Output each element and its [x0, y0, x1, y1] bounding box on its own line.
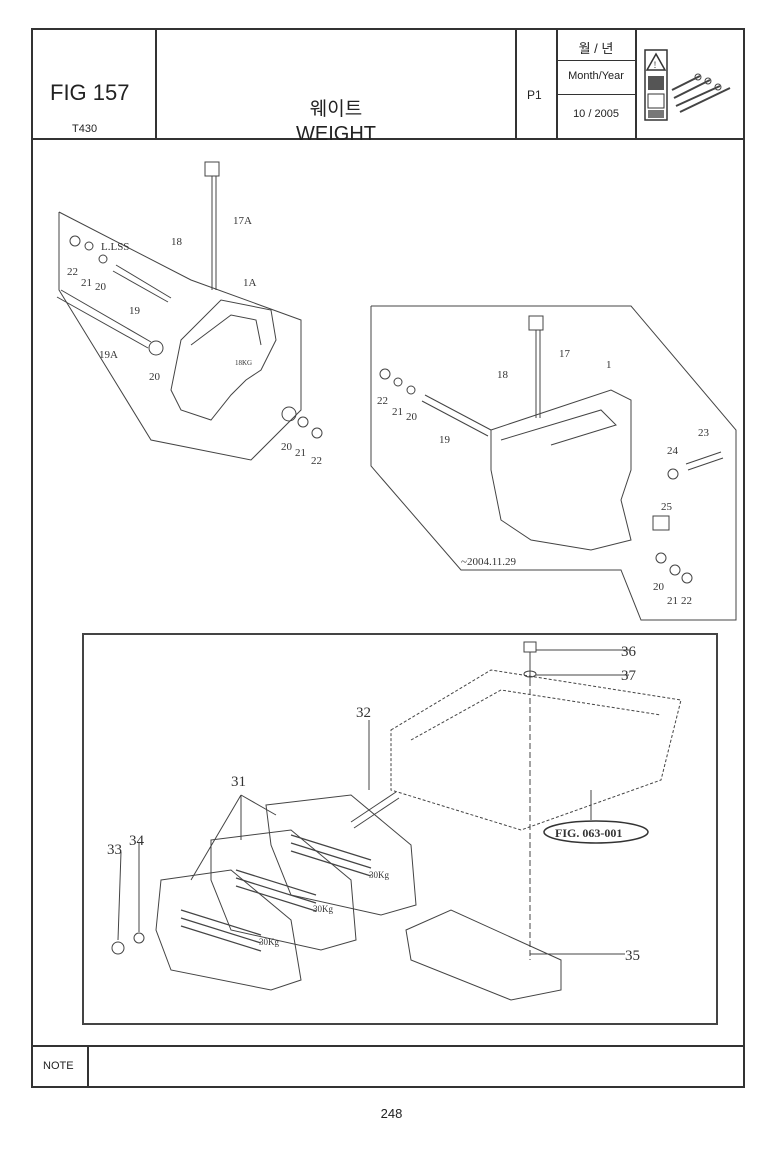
manual-logo-icon: ! [644, 49, 731, 121]
label-23: 23 [698, 427, 710, 439]
label-date-right: ~2004.11.29 [461, 556, 517, 568]
label-21-right: 21 [392, 406, 403, 418]
left-group-outline [58, 211, 302, 461]
label-21-left: 21 [81, 277, 92, 289]
title-box: 웨이트 WEIGHT [156, 28, 516, 145]
page-code: P1 [527, 88, 542, 102]
fig-ref-badge [543, 820, 649, 844]
label-31: 31 [231, 774, 246, 790]
date-header-korean: 월 / 년 [578, 41, 614, 56]
label-36: 36 [621, 644, 637, 660]
header-col-1 [155, 28, 157, 139]
label-35: 35 [625, 948, 640, 964]
label-34: 34 [129, 833, 145, 849]
header-col-4 [635, 28, 637, 139]
label-17a: 17A [233, 215, 252, 227]
parts-diagram: 17A 18 L.LSS 22 21 20 19 1A 19A 20 20 21… [56, 161, 737, 1025]
title-english: WEIGHT [296, 123, 376, 145]
label-1: 1 [606, 359, 612, 371]
label-20-left-3: 20 [281, 441, 293, 453]
weight-tag-1: 30Kg [259, 937, 279, 947]
weight-tag-2: 30Kg [313, 904, 333, 914]
header-col-3 [556, 28, 558, 139]
label-19-right: 19 [439, 434, 451, 446]
label-17: 17 [559, 348, 571, 360]
note-divider [31, 1045, 745, 1047]
page-frame [31, 28, 745, 1088]
label-22-right: 22 [377, 395, 388, 407]
label-21-right-2: 21 [667, 595, 678, 607]
label-20-left: 20 [95, 281, 107, 293]
page-number: 248 [380, 1106, 403, 1121]
label-22-left: 22 [67, 266, 78, 278]
label-19a: 19A [99, 349, 118, 361]
label-llss: L.LSS [101, 241, 129, 253]
label-37: 37 [621, 668, 637, 684]
label-25: 25 [661, 501, 673, 513]
label-1a: 1A [243, 277, 257, 289]
model-code: T430 [72, 123, 98, 135]
date-row-1 [557, 60, 636, 61]
header-divider [31, 138, 745, 140]
date-row-2 [557, 94, 636, 95]
label-19-left: 19 [129, 305, 141, 317]
label-22-left-2: 22 [311, 455, 322, 467]
label-20-right-2: 20 [653, 581, 665, 593]
label-20-right: 20 [406, 411, 418, 423]
label-18-left: 18 [171, 236, 183, 248]
label-18-right: 18 [497, 369, 509, 381]
date-header-english: Month/Year [568, 70, 624, 82]
right-group-outline [370, 305, 737, 621]
title-korean: 웨이트 [309, 99, 363, 120]
bottom-group-box [82, 633, 718, 1025]
fig-ref-label: FIG. 063-001 [555, 826, 622, 840]
fig-number: FIG 157 [50, 80, 130, 105]
note-col [87, 1045, 89, 1088]
label-20-left-2: 20 [149, 371, 161, 383]
svg-text:!: ! [654, 60, 657, 70]
weight-tag-3: 30Kg [369, 870, 389, 880]
label-21-left-2: 21 [295, 447, 306, 459]
label-33: 33 [107, 842, 122, 858]
label-24: 24 [667, 445, 679, 457]
note-label: NOTE [43, 1060, 74, 1072]
header-col-2 [515, 28, 517, 139]
label-32: 32 [356, 705, 371, 721]
label-22-right-2: 22 [681, 595, 692, 607]
weight-tag-small: 18KG [235, 359, 252, 367]
date-value: 10 / 2005 [573, 108, 619, 120]
